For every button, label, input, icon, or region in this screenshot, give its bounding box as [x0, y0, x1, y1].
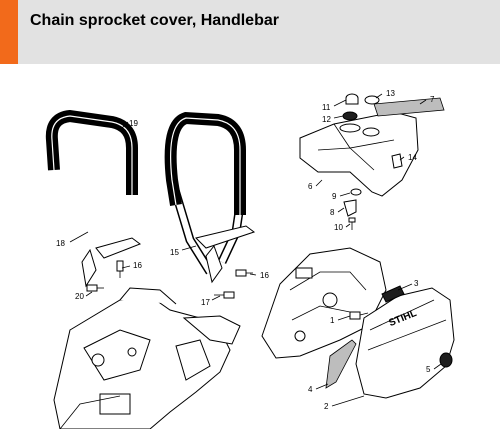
callout-10: 10	[334, 223, 343, 232]
screw-17	[214, 291, 235, 299]
chain-catcher-4	[325, 339, 357, 389]
page-title: Chain sprocket cover, Handlebar	[30, 12, 279, 29]
callout-7: 7	[430, 95, 435, 104]
ring-9	[350, 188, 362, 196]
callout-4: 4	[308, 385, 313, 394]
callout-3: 3	[414, 279, 419, 288]
callout-20: 20	[75, 292, 84, 301]
collar-nut-1	[349, 311, 369, 320]
callouts: 1 2 3 4 5 6 7 8 9 10 11 12 13 14 15 16 1…	[56, 89, 435, 411]
grommet-12	[342, 111, 358, 121]
callout-15: 15	[170, 248, 179, 257]
callout-12: 12	[322, 115, 331, 124]
callout-19: 19	[129, 119, 138, 128]
parts-diagram: STIHL 1 2 3	[45, 89, 455, 429]
clip-14	[391, 153, 403, 169]
nut-11	[345, 93, 359, 105]
screw-16-left	[116, 260, 124, 278]
callout-16b: 16	[260, 271, 269, 280]
callout-5: 5	[426, 365, 431, 374]
chainsaw-body	[53, 287, 241, 429]
leader-lines	[69, 93, 442, 407]
bracket-8	[343, 199, 357, 217]
handlebar-left	[45, 109, 142, 292]
callout-16a: 16	[133, 261, 142, 270]
screw-10	[348, 217, 356, 230]
handlebar-middle	[164, 111, 256, 284]
header-accent	[0, 0, 18, 64]
callout-6: 6	[308, 182, 313, 191]
header-bar: Chain sprocket cover, Handlebar	[0, 0, 500, 64]
callout-1: 1	[330, 316, 335, 325]
callout-9: 9	[332, 192, 337, 201]
plug-13	[364, 95, 380, 105]
callout-17: 17	[201, 298, 210, 307]
screw-16-middle	[235, 269, 253, 277]
cover-plate-7	[373, 97, 445, 117]
callout-14: 14	[408, 153, 417, 162]
screw-20	[86, 284, 104, 292]
callout-8: 8	[330, 208, 335, 217]
callout-11: 11	[322, 103, 331, 112]
callout-2: 2	[324, 402, 329, 411]
nut-5	[439, 352, 453, 368]
callout-13: 13	[386, 89, 395, 98]
callout-18: 18	[56, 239, 65, 248]
